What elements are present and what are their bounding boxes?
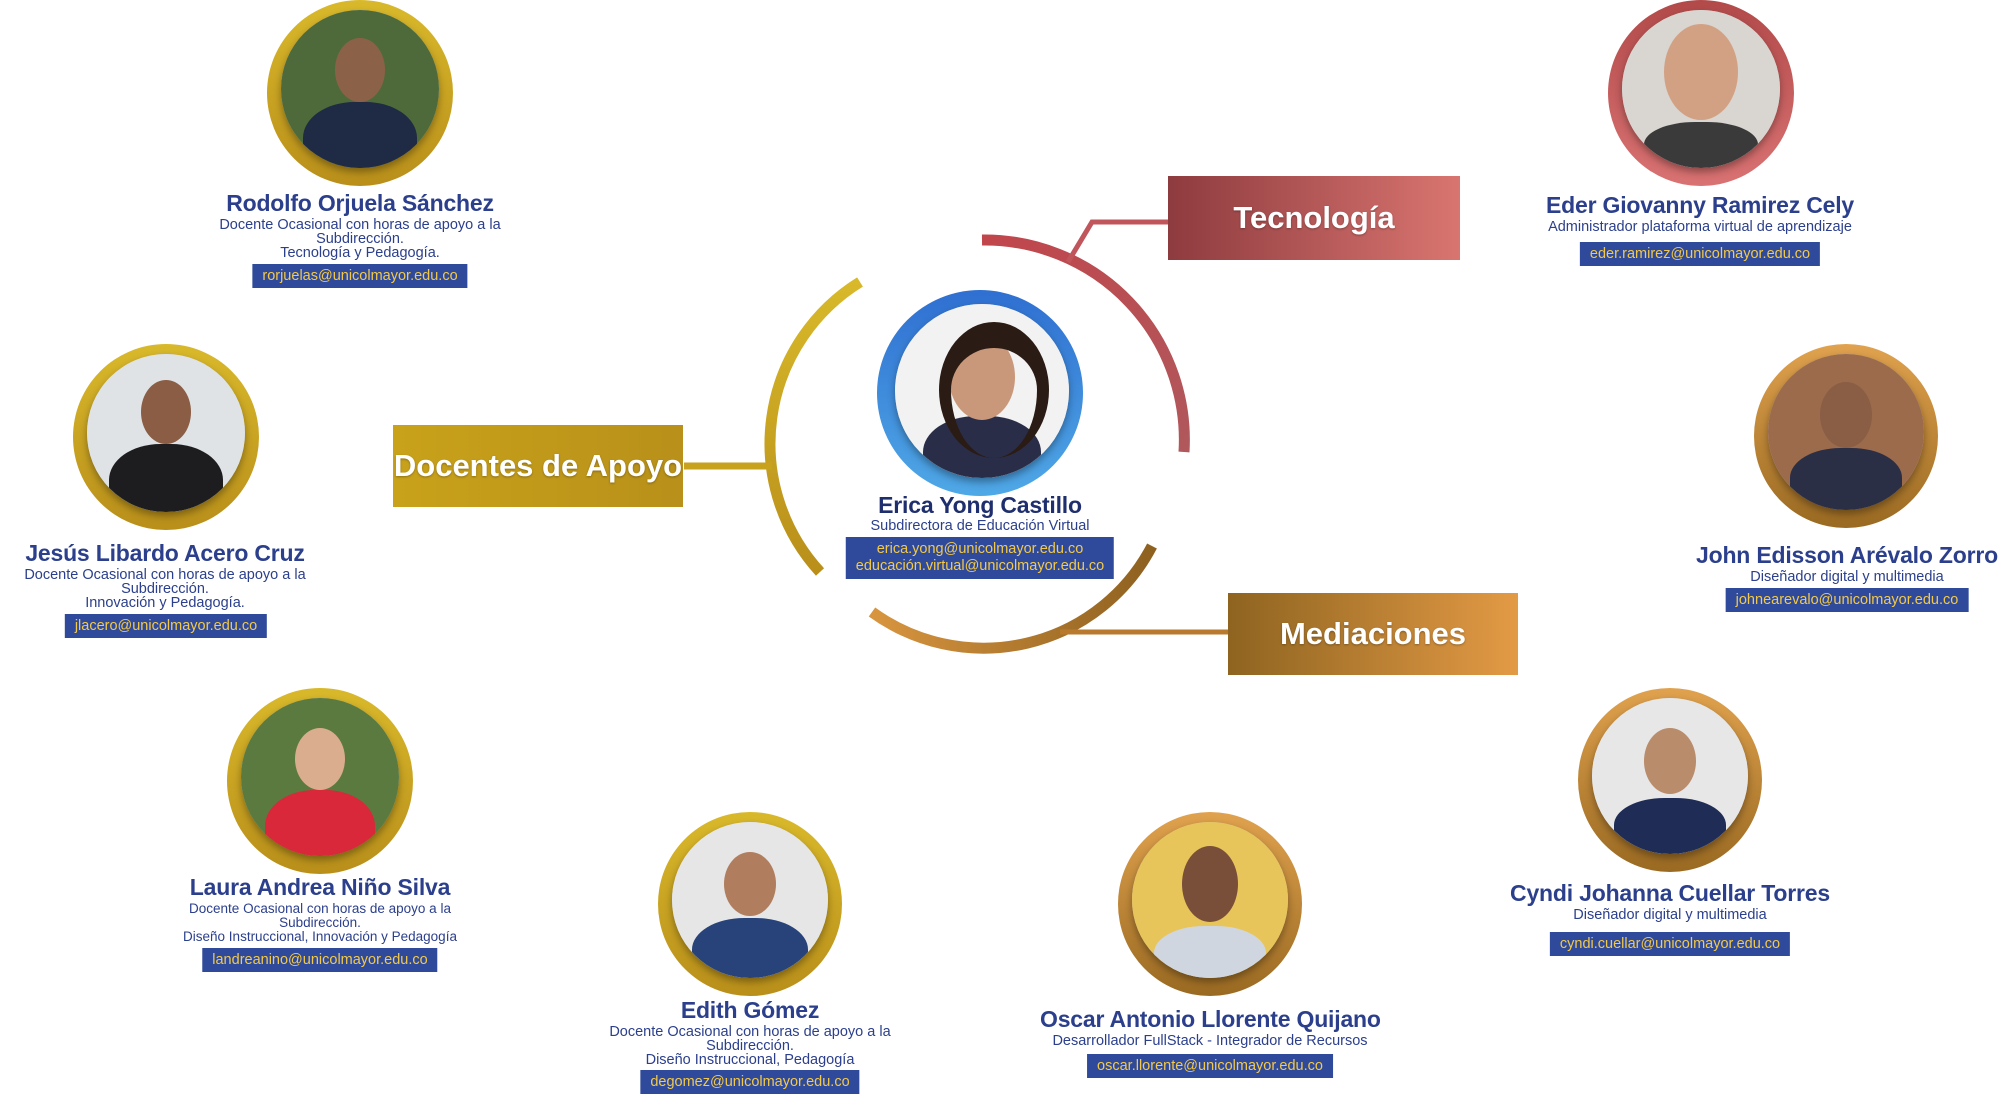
email-line[interactable]: erica.yong@unicolmayor.edu.co bbox=[876, 541, 1084, 557]
role-line: Desarrollador FullStack - Integrador de … bbox=[1052, 1033, 1368, 1049]
email-badge[interactable]: erica.yong@unicolmayor.edu.co educación.… bbox=[845, 537, 1115, 579]
person-role: Subdirectora de Educación Virtual bbox=[820, 518, 1140, 534]
person-role: Docente Ocasional con horas de apoyo a l… bbox=[570, 1024, 930, 1068]
role-line: Diseñador digital y multimedia bbox=[1573, 907, 1767, 923]
avatar bbox=[241, 698, 399, 856]
role-line: Docente Ocasional con horas de apoyo a l… bbox=[189, 901, 451, 916]
email-badge[interactable]: oscar.llorente@unicolmayor.edu.co bbox=[1087, 1054, 1333, 1078]
center-person-card: Erica Yong Castillo Subdirectora de Educ… bbox=[820, 290, 1140, 580]
person-role: Docente Ocasional con horas de apoyo a l… bbox=[0, 567, 330, 611]
role-line: Innovación y Pedagogía. bbox=[85, 595, 245, 611]
email-badge[interactable]: eder.ramirez@unicolmayor.edu.co bbox=[1579, 242, 1821, 266]
person-name: Rodolfo Orjuela Sánchez bbox=[226, 190, 494, 216]
role-line: Subdirección. bbox=[706, 1038, 794, 1054]
docentes-arc bbox=[764, 277, 863, 576]
avatar bbox=[895, 304, 1069, 478]
avatar bbox=[672, 822, 828, 978]
email-badge[interactable]: jlacero@unicolmayor.edu.co bbox=[64, 614, 268, 638]
person-card: Jesús Libardo Acero Cruz Docente Ocasion… bbox=[0, 344, 330, 644]
role-line: Subdirección. bbox=[316, 231, 404, 247]
role-line: Subdirección. bbox=[121, 581, 209, 597]
tecnologia-arc bbox=[981, 234, 1190, 453]
email-badge[interactable]: landreanino@unicolmayor.edu.co bbox=[202, 948, 438, 972]
person-card: Cyndi Johanna Cuellar Torres Diseñador d… bbox=[1500, 688, 1840, 968]
person-role: Administrador plataforma virtual de apre… bbox=[1530, 219, 1870, 235]
role-line: Diseñador digital y multimedia bbox=[1750, 569, 1944, 585]
person-name: Erica Yong Castillo bbox=[878, 492, 1082, 518]
person-name: Cyndi Johanna Cuellar Torres bbox=[1510, 880, 1830, 906]
email-badge[interactable]: johnearevalo@unicolmayor.edu.co bbox=[1725, 588, 1969, 612]
mediaciones-arc bbox=[868, 543, 1157, 654]
role-line: Diseño Instruccional, Innovación y Pedag… bbox=[183, 929, 457, 944]
avatar bbox=[1768, 354, 1924, 510]
person-name: Eder Giovanny Ramirez Cely bbox=[1546, 192, 1854, 218]
avatar bbox=[87, 354, 245, 512]
tecnologia-connector bbox=[1065, 219, 1168, 264]
category-label: Docentes de Apoyo bbox=[393, 448, 683, 483]
person-name: John Edisson Arévalo Zorro bbox=[1696, 542, 1998, 568]
person-role: Diseñador digital y multimedia bbox=[1692, 569, 2002, 585]
person-role: Docente Ocasional con horas de apoyo a l… bbox=[170, 217, 550, 261]
category-label: Tecnología bbox=[1233, 200, 1395, 235]
person-role: Desarrollador FullStack - Integrador de … bbox=[1040, 1033, 1380, 1049]
role-line: Administrador plataforma virtual de apre… bbox=[1548, 219, 1852, 235]
person-card: Rodolfo Orjuela Sánchez Docente Ocasiona… bbox=[170, 0, 550, 300]
avatar bbox=[1132, 822, 1288, 978]
email-badge[interactable]: cyndi.cuellar@unicolmayor.edu.co bbox=[1549, 932, 1791, 956]
person-name: Jesús Libardo Acero Cruz bbox=[25, 540, 305, 566]
email-line[interactable]: educación.virtual@unicolmayor.edu.co bbox=[855, 558, 1105, 574]
person-card: Oscar Antonio Llorente Quijano Desarroll… bbox=[1040, 812, 1381, 1092]
category-tecnologia: Tecnología bbox=[1168, 176, 1460, 260]
avatar bbox=[281, 10, 439, 168]
email-badge[interactable]: rorjuelas@unicolmayor.edu.co bbox=[252, 264, 468, 288]
person-card: John Edisson Arévalo Zorro Diseñador dig… bbox=[1692, 344, 2002, 624]
person-name: Oscar Antonio Llorente Quijano bbox=[1040, 1006, 1381, 1032]
person-card: Eder Giovanny Ramirez Cely Administrador… bbox=[1530, 0, 1870, 280]
person-name: Laura Andrea Niño Silva bbox=[189, 874, 451, 900]
role-line: Docente Ocasional con horas de apoyo a l… bbox=[24, 567, 306, 583]
category-docentes-de-apoyo: Docentes de Apoyo bbox=[393, 425, 683, 507]
role-line: Tecnología y Pedagogía. bbox=[280, 245, 440, 261]
person-role: Docente Ocasional con horas de apoyo a l… bbox=[140, 902, 500, 944]
role-line: Diseño Instruccional, Pedagogía bbox=[645, 1052, 855, 1068]
role-line: Docente Ocasional con horas de apoyo a l… bbox=[219, 217, 501, 233]
role-line: Subdirección. bbox=[279, 915, 361, 930]
role-line: Subdirectora de Educación Virtual bbox=[870, 518, 1090, 534]
role-line: Docente Ocasional con horas de apoyo a l… bbox=[609, 1024, 891, 1040]
person-name: Edith Gómez bbox=[680, 997, 820, 1023]
avatar bbox=[1592, 698, 1748, 854]
person-role: Diseñador digital y multimedia bbox=[1500, 907, 1840, 923]
avatar bbox=[1622, 10, 1780, 168]
person-card: Edith Gómez Docente Ocasional con horas … bbox=[570, 812, 930, 1098]
person-card: Laura Andrea Niño Silva Docente Ocasiona… bbox=[140, 688, 500, 988]
email-badge[interactable]: degomez@unicolmayor.edu.co bbox=[640, 1070, 860, 1094]
category-label: Mediaciones bbox=[1279, 616, 1467, 651]
category-mediaciones: Mediaciones bbox=[1228, 593, 1518, 675]
